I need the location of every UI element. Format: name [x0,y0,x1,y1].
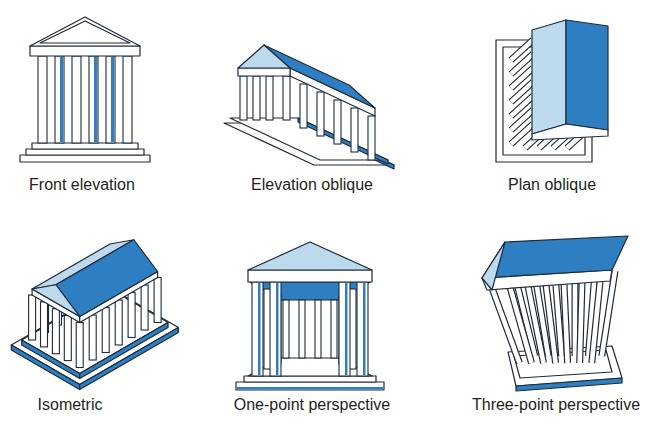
isometric-temple-part [89,315,96,360]
front-elevation-temple-part [38,56,47,143]
view-label: Plan oblique [508,176,596,194]
one-point-temple-part [244,376,376,382]
front-elevation-temple-part [20,155,150,162]
elevation-oblique-temple-part [283,76,290,120]
isometric-temple-part [41,302,48,347]
elevation-oblique-temple-part [240,76,247,120]
front-elevation-temple-part [72,56,81,143]
one-point-temple-part [252,282,263,376]
view-label: Front elevation [29,176,135,194]
front-elevation-temple-part [94,57,97,142]
isometric-temple-part [154,278,161,323]
isometric-temple-part [102,308,109,353]
one-point-temple-part [283,300,289,358]
one-point-temple-part [248,270,372,282]
front-elevation-temple-part [32,143,138,149]
isometric-temple-part [115,300,122,345]
one-point-temple-part [345,283,348,375]
isometric-temple-part [141,285,148,330]
elevation-oblique-temple-part [317,92,324,136]
one-point-temple-part [236,382,384,390]
one-point-temple-part [248,242,372,270]
three-point-temple-part [492,282,600,363]
one-point-temple-part [237,387,383,390]
plan-oblique-temple-part [566,20,608,130]
isometric-temple-part [29,295,36,340]
one-point-temple-part [276,283,279,375]
isometric-temple-part [64,316,71,361]
one-point-temple-part [258,283,261,375]
view-label: One-point perspective [234,396,391,414]
elevation-oblique-temple-part [351,108,358,152]
one-point-temple-part [357,282,368,376]
plan-oblique-temple [496,20,608,162]
one-point-temple-part [331,300,337,358]
elevation-oblique-temple-part [368,116,375,160]
front-elevation-temple-part [40,21,130,43]
isometric-temple-part [128,293,135,338]
view-label: Elevation oblique [251,176,373,194]
front-elevation-temple-part [26,149,144,155]
view-label: Isometric [38,396,103,414]
isometric-temple [11,240,178,390]
isometric-temple-part [76,323,83,368]
front-elevation-temple-part [89,56,98,143]
elevation-oblique-temple-part [300,84,307,128]
elevation-oblique-temple-part [334,100,341,144]
front-elevation-temple-part [55,56,64,143]
elevation-oblique-temple-part [264,45,375,108]
three-point-temple-part [482,236,628,278]
front-elevation-temple-part [111,57,114,142]
front-elevation-temple-part [30,46,140,56]
front-elevation-temple-part [30,17,140,46]
one-point-temple-part [339,282,350,376]
isometric-temple-part [52,309,59,354]
view-label: Three-point perspective [472,396,640,414]
front-elevation-temple-part [60,57,63,142]
plan-oblique-temple-part [532,20,566,134]
one-point-temple-part [363,283,366,375]
one-point-temple [236,242,384,390]
front-elevation-temple-part [106,56,115,143]
elevation-oblique-temple-part [266,76,273,120]
plan-oblique-temple-part [532,124,608,140]
elevation-oblique-temple-part [290,68,375,116]
front-elevation-temple-part [123,56,132,143]
isometric-temple-part [32,285,80,317]
one-point-temple-part [270,282,281,376]
three-point-temple [482,236,628,391]
three-point-temple-part [482,242,505,290]
one-point-temple-part [315,300,321,358]
elevation-oblique-temple-part [238,68,290,76]
three-point-temple-part [516,378,622,391]
one-point-temple-part [299,300,305,358]
elevation-oblique-temple-part [238,45,290,68]
elevation-oblique-temple [224,45,394,169]
elevation-oblique-temple-part [253,76,260,120]
front-elevation-temple [20,17,150,162]
three-point-temple-part [492,282,600,363]
